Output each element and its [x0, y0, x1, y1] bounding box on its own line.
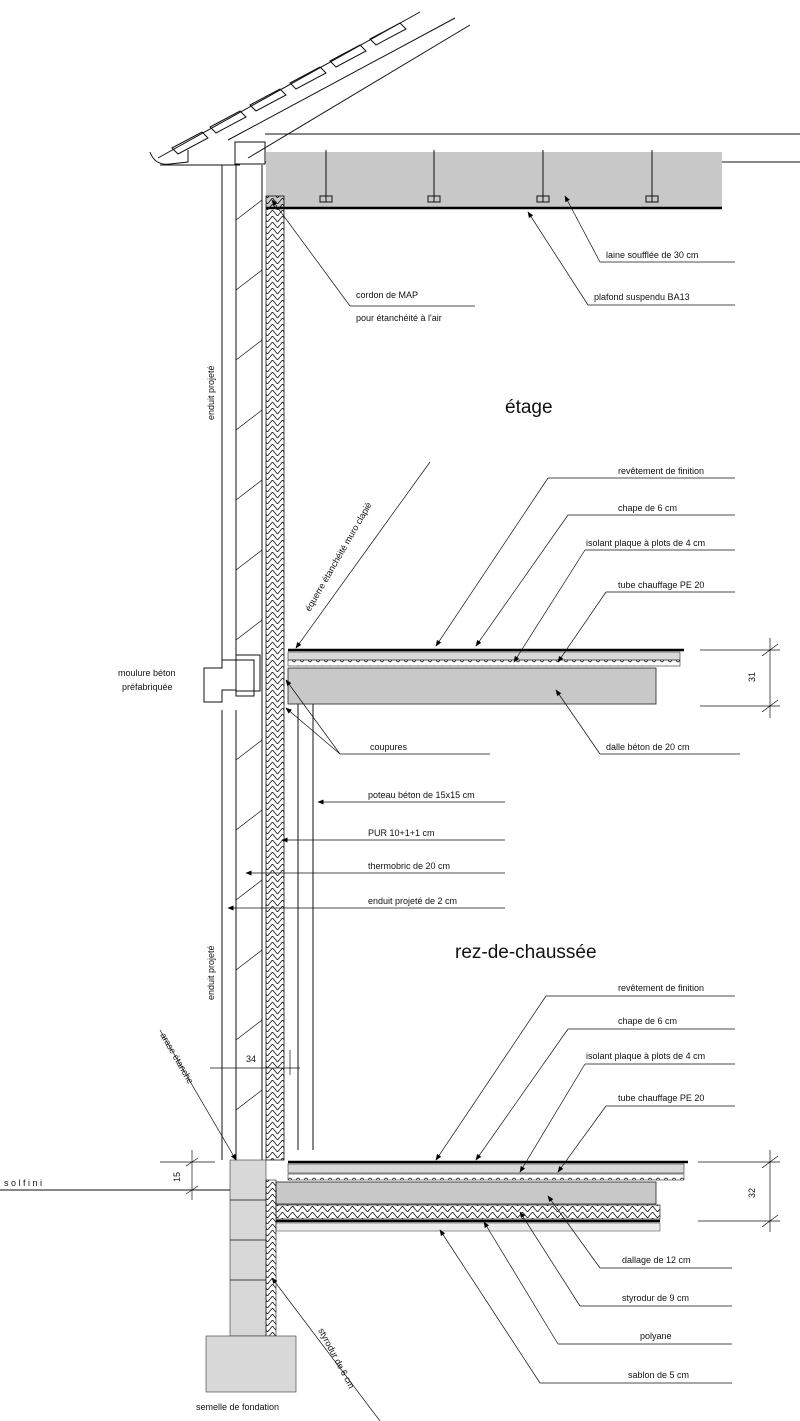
- leader-lines: [159, 195, 740, 1421]
- labels: étage rez-de-chaussée laine soufflée de …: [4, 250, 757, 1412]
- dim-34: 34: [246, 1054, 256, 1064]
- label-dallage: dallage de 12 cm: [622, 1255, 691, 1265]
- label-up-isolant: isolant plaque à plots de 4 cm: [586, 538, 705, 548]
- gutter: [149, 150, 189, 165]
- label-low-tube: tube chauffage PE 20: [618, 1093, 704, 1103]
- label-enduit-vertical-bottom: enduit projeté: [206, 945, 216, 1000]
- label-polyane: polyane: [640, 1331, 672, 1341]
- lower-floor: [275, 1160, 688, 1232]
- label-laine: laine soufflée de 30 cm: [606, 250, 698, 260]
- label-enduit-2cm: enduit projeté de 2 cm: [368, 896, 457, 906]
- label-sol-fini: s o l f i n i: [4, 1178, 42, 1188]
- label-arase: arase étanche: [158, 1031, 195, 1085]
- label-low-isolant: isolant plaque à plots de 4 cm: [586, 1051, 705, 1061]
- dim-31: 31: [747, 672, 757, 682]
- foundation: [0, 1159, 297, 1393]
- label-up-tube: tube chauffage PE 20: [618, 580, 704, 590]
- label-dalle: dalle béton de 20 cm: [606, 742, 690, 752]
- label-equerre: équerre étanchéité muro clapiè: [303, 501, 374, 613]
- label-semelle: semelle de fondation: [196, 1402, 279, 1412]
- dim-32: 32: [747, 1188, 757, 1198]
- label-styrodur-6: styrodur de 6 cm: [316, 1326, 356, 1390]
- upper-floor: [287, 648, 684, 705]
- label-moulure-1: moulure béton: [118, 668, 176, 678]
- label-coupures: coupures: [370, 742, 408, 752]
- label-plafond: plafond suspendu BA13: [594, 292, 690, 302]
- label-thermobric: thermobric de 20 cm: [368, 861, 450, 871]
- label-pur: PUR 10+1+1 cm: [368, 828, 435, 838]
- label-poteau: poteau béton de 15x15 cm: [368, 790, 475, 800]
- room-label-upper: étage: [505, 397, 553, 418]
- label-styrodur-9: styrodur de 9 cm: [622, 1293, 689, 1303]
- precast-moulding: [203, 654, 261, 703]
- label-up-chape: chape de 6 cm: [618, 503, 677, 513]
- roof: [149, 11, 800, 166]
- room-label-lower: rez-de-chaussée: [455, 942, 597, 963]
- label-low-chape: chape de 6 cm: [618, 1016, 677, 1026]
- label-low-revetement: revêtement de finition: [618, 983, 704, 993]
- label-cordon-1: cordon de MAP: [356, 290, 418, 300]
- label-up-revetement: revêtement de finition: [618, 466, 704, 476]
- label-enduit-vertical-top: enduit projeté: [206, 365, 216, 420]
- exterior-wall: [221, 165, 314, 1161]
- label-sablon: sablon de 5 cm: [628, 1370, 689, 1380]
- dim-15: 15: [172, 1172, 182, 1182]
- label-moulure-2: préfabriquée: [122, 682, 173, 692]
- label-cordon-2: pour étanchéité à l'air: [356, 313, 442, 323]
- ceiling-insulation: [266, 150, 722, 210]
- dimensions: [160, 638, 780, 1232]
